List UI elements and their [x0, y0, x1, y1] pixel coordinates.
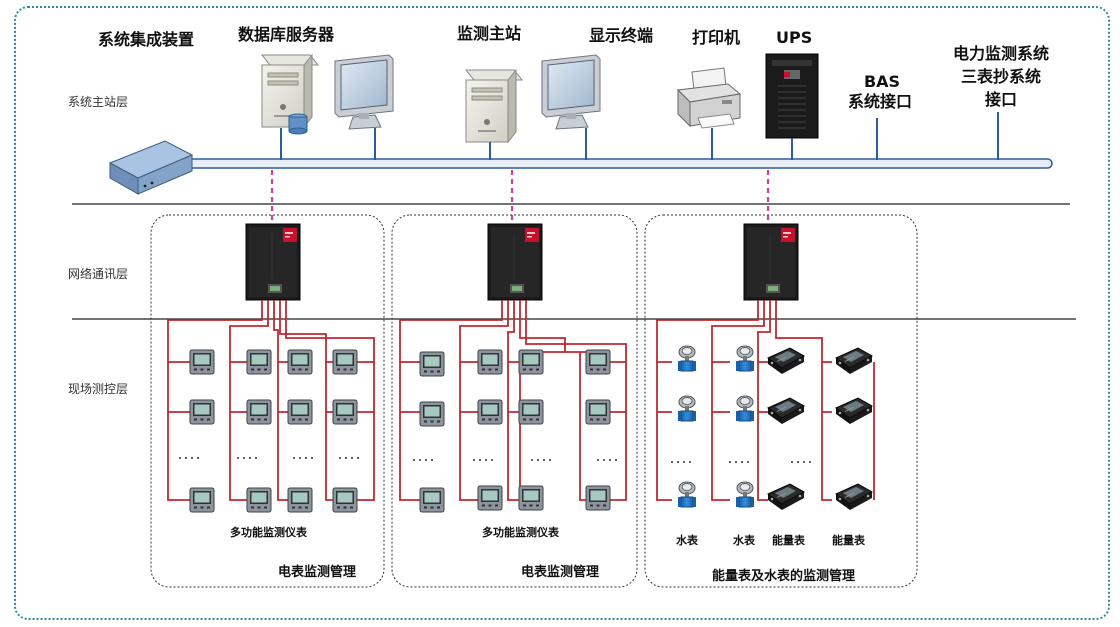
layer-label-network: 网络通讯层 [68, 267, 129, 281]
zone-box-2 [391, 214, 638, 588]
zone-2-wiring [399, 300, 627, 501]
zone-3-water-label-2: 水表 [733, 534, 755, 547]
zone-1-title: 电表监测管理 [278, 565, 357, 580]
display-monitor-icon [541, 54, 601, 130]
station-server-icon [465, 69, 523, 143]
zone-3-ellipsis [671, 461, 811, 463]
gateway-cabinet-3 [743, 223, 799, 301]
zone-3-energy-meters [767, 347, 873, 511]
zone-3-water-meters [677, 345, 755, 508]
bus-to-gateway-links [270, 170, 770, 224]
monitor-icon [334, 54, 394, 130]
display-terminal-label: 显示终端 [589, 26, 654, 45]
zone-3-wiring [656, 300, 875, 501]
power-system-label-line3: 接口 [984, 90, 1017, 109]
zone-2-meter-label: 多功能监测仪表 [482, 526, 559, 539]
zone-1-ellipsis [179, 457, 359, 459]
integration-device-label: 系统集成装置 [98, 30, 195, 49]
zone-box-3 [644, 214, 918, 588]
zone-1-wiring [167, 300, 375, 501]
db-server-label: 数据库服务器 [238, 25, 335, 44]
zone-3-energy-label-1: 能量表 [772, 534, 805, 547]
zone-2-title: 电表监测管理 [521, 565, 600, 580]
bas-label-line1: BAS [863, 72, 901, 91]
main-bus [149, 158, 1053, 169]
monitor-station-label: 监测主站 [457, 24, 522, 43]
zone-1-meters [189, 349, 358, 513]
gateway-cabinet-2 [487, 223, 543, 301]
zone-box-1 [150, 214, 385, 588]
printer-icon [676, 67, 742, 129]
ups-icon [765, 53, 819, 139]
power-system-label-line1: 电力监测系统 [952, 44, 1049, 63]
database-server-icon [261, 54, 319, 135]
zone-2-meters [419, 349, 611, 513]
zone-3-energy-label-2: 能量表 [832, 534, 865, 547]
zone-3-water-label-1: 水表 [676, 534, 698, 547]
zone-2-ellipsis [413, 459, 617, 461]
gateway-cabinet-1 [245, 223, 301, 301]
outer-frame [14, 6, 1110, 620]
layer-label-station: 系统主站层 [68, 95, 129, 109]
integration-device-icon [108, 140, 194, 195]
bas-label-line2: 系统接口 [847, 92, 912, 111]
ups-label: UPS [776, 28, 813, 47]
zone-3-title: 能量表及水表的监测管理 [712, 569, 856, 584]
zone-1-meter-label: 多功能监测仪表 [230, 526, 307, 539]
power-system-label-line2: 三表抄系统 [960, 67, 1041, 86]
printer-label: 打印机 [692, 28, 741, 47]
layer-label-field: 现场测控层 [68, 382, 129, 396]
